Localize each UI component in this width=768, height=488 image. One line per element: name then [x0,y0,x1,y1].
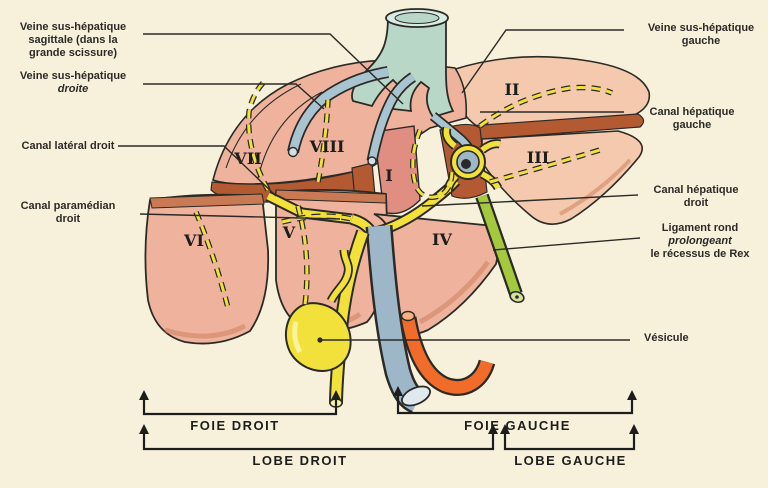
bracket-lobe-droit [142,427,495,451]
label-line: Veine sus-hépatique [19,21,127,33]
left-portal-star [441,126,503,193]
right-sus-hepatic-vein [287,66,390,158]
bracket-label-foie-gauche: FOIE GAUCHE [464,418,571,433]
label-line: Vésicule [644,332,689,344]
label-line: Canal hépatique [649,106,735,118]
label-vesicule: Vésicule [644,332,734,345]
numeral-viii: VIII [309,137,345,156]
leader-veine-gauche [461,29,624,94]
bracket-label-lobe-gauche: LOBE GAUCHE [514,453,627,468]
segment-numerals: I II III IV V VI VII VIII [183,80,549,250]
leader-veine-droite [143,83,325,110]
label-canal-lateral-droit: Canal latéral droit [4,140,132,153]
numeral-vii: VII [233,149,261,168]
label-ligament-rond: Ligament rond prolongeant le récessus de… [632,222,768,261]
hepatic-artery [399,310,496,396]
label-line: Canal hépatique [653,184,739,196]
label-line: sagittale (dans la [28,34,118,46]
label-line: le récessus de Rex [650,248,750,260]
label-line: droite [57,83,89,95]
label-canal-hepatique-droit: Canal hépatique droit [640,184,752,210]
gallbladder [285,249,353,372]
bracket-label-lobe-droit: LOBE DROIT [252,453,348,468]
leader-canal-hepatique-droit [421,194,639,207]
label-line: Veine sus-hépatique [647,22,755,34]
leader-veine-sagittale [143,33,404,105]
numeral-iv: IV [432,230,452,249]
leader-ligament-rond [492,237,641,251]
label-veine-sus-hepatique-gauche: Veine sus-hépatique gauche [638,22,764,48]
cut-band-ii-iii [467,113,645,141]
label-line: Canal latéral droit [21,140,115,152]
round-ligament [475,193,525,304]
segment-vi-shape [144,193,270,345]
label-canal-paramedian-droit: Canal paramédian droit [4,200,132,226]
leader-canal-lateral [118,145,277,197]
bracket-lobe-gauche [503,427,636,451]
bracket-arrows [139,386,639,434]
label-line: prolongeant [668,235,732,247]
leader-lines [118,29,641,341]
label-line: gauche [672,119,712,131]
portal-vein [365,225,431,414]
bracket-foie-droit [142,393,338,416]
vena-cava [351,8,455,119]
numeral-i: I [385,166,392,185]
label-line: droit [55,213,81,225]
label-line: droit [683,197,709,209]
brackets [142,389,636,451]
label-line: Ligament rond [661,222,739,234]
leader-canal-paramedian [139,213,341,220]
label-line: Canal paramédian [20,200,116,212]
numeral-vi: VI [183,231,204,250]
bracket-foie-gauche [396,389,634,415]
label-line: grande scissure) [28,47,118,59]
label-veine-sus-hepatique-droite: Veine sus-hépatique droite [4,70,142,96]
numeral-iii: III [527,148,549,167]
numeral-v: V [282,223,296,242]
label-veine-sus-hepatique-sagittale: Veine sus-hépatique sagittale (dans la g… [4,21,142,60]
leader-vesicule-dot [317,337,323,343]
label-line: Veine sus-hépatique [19,70,127,82]
dashed-ducts [193,77,614,309]
bracket-label-foie-droit: FOIE DROIT [190,418,280,433]
label-canal-hepatique-gauche: Canal hépatique gauche [636,106,748,132]
numeral-ii: II [505,80,520,99]
label-line: gauche [681,35,721,47]
